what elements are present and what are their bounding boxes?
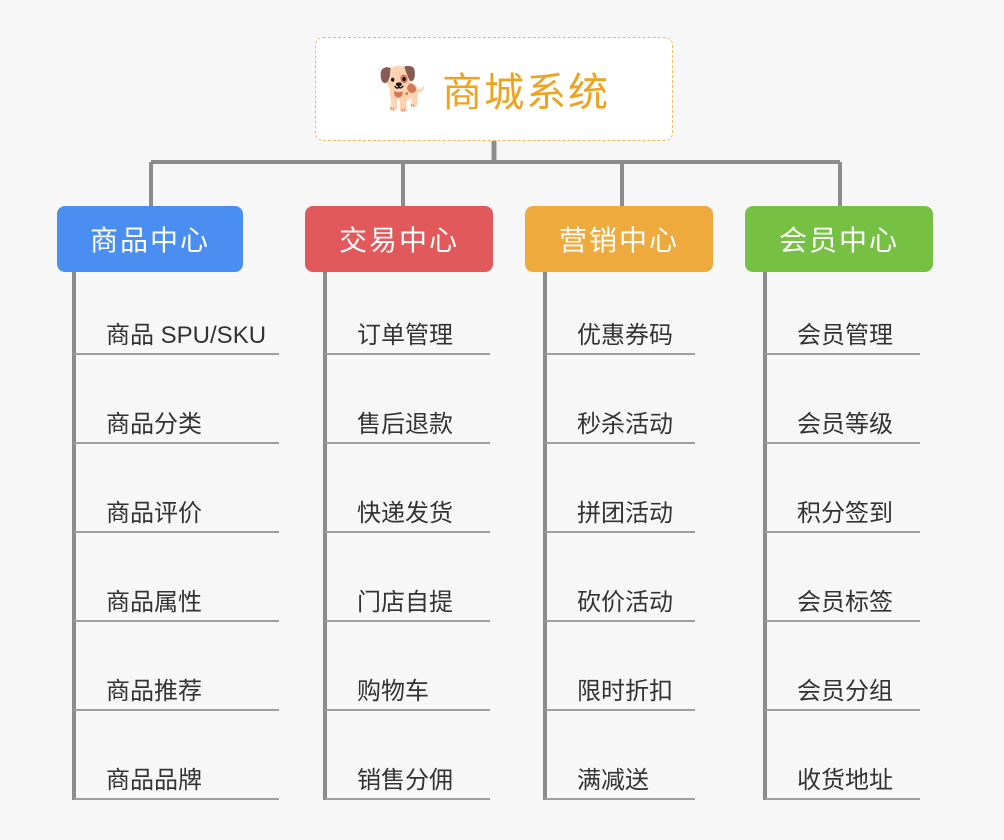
leaf-item[interactable]: 秒杀活动 — [545, 402, 695, 444]
category-box-product[interactable]: 商品中心 — [57, 206, 243, 272]
leaf-item[interactable]: 会员分组 — [765, 669, 920, 711]
leaf-item-label: 会员分组 — [797, 678, 893, 706]
leaf-item[interactable]: 会员等级 — [765, 402, 920, 444]
leaf-item-label: 商品推荐 — [106, 678, 202, 706]
root-title: 商城系统 — [442, 71, 611, 115]
leaf-item-label: 商品评价 — [106, 500, 202, 528]
leaf-item[interactable]: 砍价活动 — [545, 580, 695, 622]
leaf-item[interactable]: 优惠券码 — [545, 313, 695, 355]
leaf-item[interactable]: 购物车 — [325, 669, 490, 711]
leaf-item-label: 购物车 — [357, 678, 429, 706]
leaf-item[interactable]: 商品推荐 — [74, 669, 279, 711]
leaf-item-label: 砍价活动 — [577, 589, 673, 617]
leaf-item[interactable]: 拼团活动 — [545, 491, 695, 533]
category-label: 交易中心 — [338, 225, 459, 256]
category-label: 营销中心 — [558, 225, 679, 256]
leaf-item[interactable]: 会员标签 — [765, 580, 920, 622]
leaf-item[interactable]: 限时折扣 — [545, 669, 695, 711]
leaf-item[interactable]: 门店自提 — [325, 580, 490, 622]
leaf-item-label: 优惠券码 — [577, 322, 673, 350]
leaf-item-label: 商品属性 — [106, 589, 202, 617]
leaf-item[interactable]: 商品属性 — [74, 580, 279, 622]
category-box-member[interactable]: 会员中心 — [745, 206, 933, 272]
category-box-marketing[interactable]: 营销中心 — [525, 206, 713, 272]
leaf-item[interactable]: 商品评价 — [74, 491, 279, 533]
leaf-item[interactable]: 收货地址 — [765, 758, 920, 800]
leaf-item[interactable]: 销售分佣 — [325, 758, 490, 800]
root-node[interactable]: 🐕 商城系统 — [315, 37, 673, 141]
leaf-item-label: 快递发货 — [357, 500, 453, 528]
leaf-item-label: 会员等级 — [797, 411, 893, 439]
leaf-item-label: 会员标签 — [797, 589, 893, 617]
shiba-dog-icon: 🐕 — [377, 65, 431, 112]
leaf-item-label: 积分签到 — [797, 500, 893, 528]
leaf-item-label: 售后退款 — [357, 411, 453, 439]
leaf-item-label: 门店自提 — [357, 589, 453, 617]
category-box-trade[interactable]: 交易中心 — [305, 206, 493, 272]
leaf-item[interactable]: 会员管理 — [765, 313, 920, 355]
leaf-item[interactable]: 快递发货 — [325, 491, 490, 533]
leaf-item[interactable]: 商品分类 — [74, 402, 279, 444]
leaf-item-label: 商品品牌 — [106, 767, 202, 795]
leaf-item-label: 满减送 — [577, 767, 649, 795]
leaf-item-label: 订单管理 — [357, 322, 453, 350]
leaf-item-label: 收货地址 — [797, 767, 893, 795]
leaf-item-label: 销售分佣 — [357, 767, 453, 795]
leaf-item-label: 拼团活动 — [577, 500, 673, 528]
leaf-item-label: 商品 SPU/SKU — [106, 322, 267, 350]
leaf-item-label: 会员管理 — [797, 322, 893, 350]
leaf-item[interactable]: 售后退款 — [325, 402, 490, 444]
leaf-item-label: 限时折扣 — [577, 678, 673, 706]
leaf-item[interactable]: 商品 SPU/SKU — [74, 313, 279, 355]
leaf-item[interactable]: 满减送 — [545, 758, 695, 800]
category-label: 会员中心 — [778, 225, 899, 256]
leaf-item[interactable]: 积分签到 — [765, 491, 920, 533]
leaf-item[interactable]: 商品品牌 — [74, 758, 279, 800]
leaf-item[interactable]: 订单管理 — [325, 313, 490, 355]
leaf-item-label: 秒杀活动 — [577, 411, 673, 439]
category-label: 商品中心 — [89, 225, 210, 256]
leaf-item-label: 商品分类 — [106, 411, 202, 439]
